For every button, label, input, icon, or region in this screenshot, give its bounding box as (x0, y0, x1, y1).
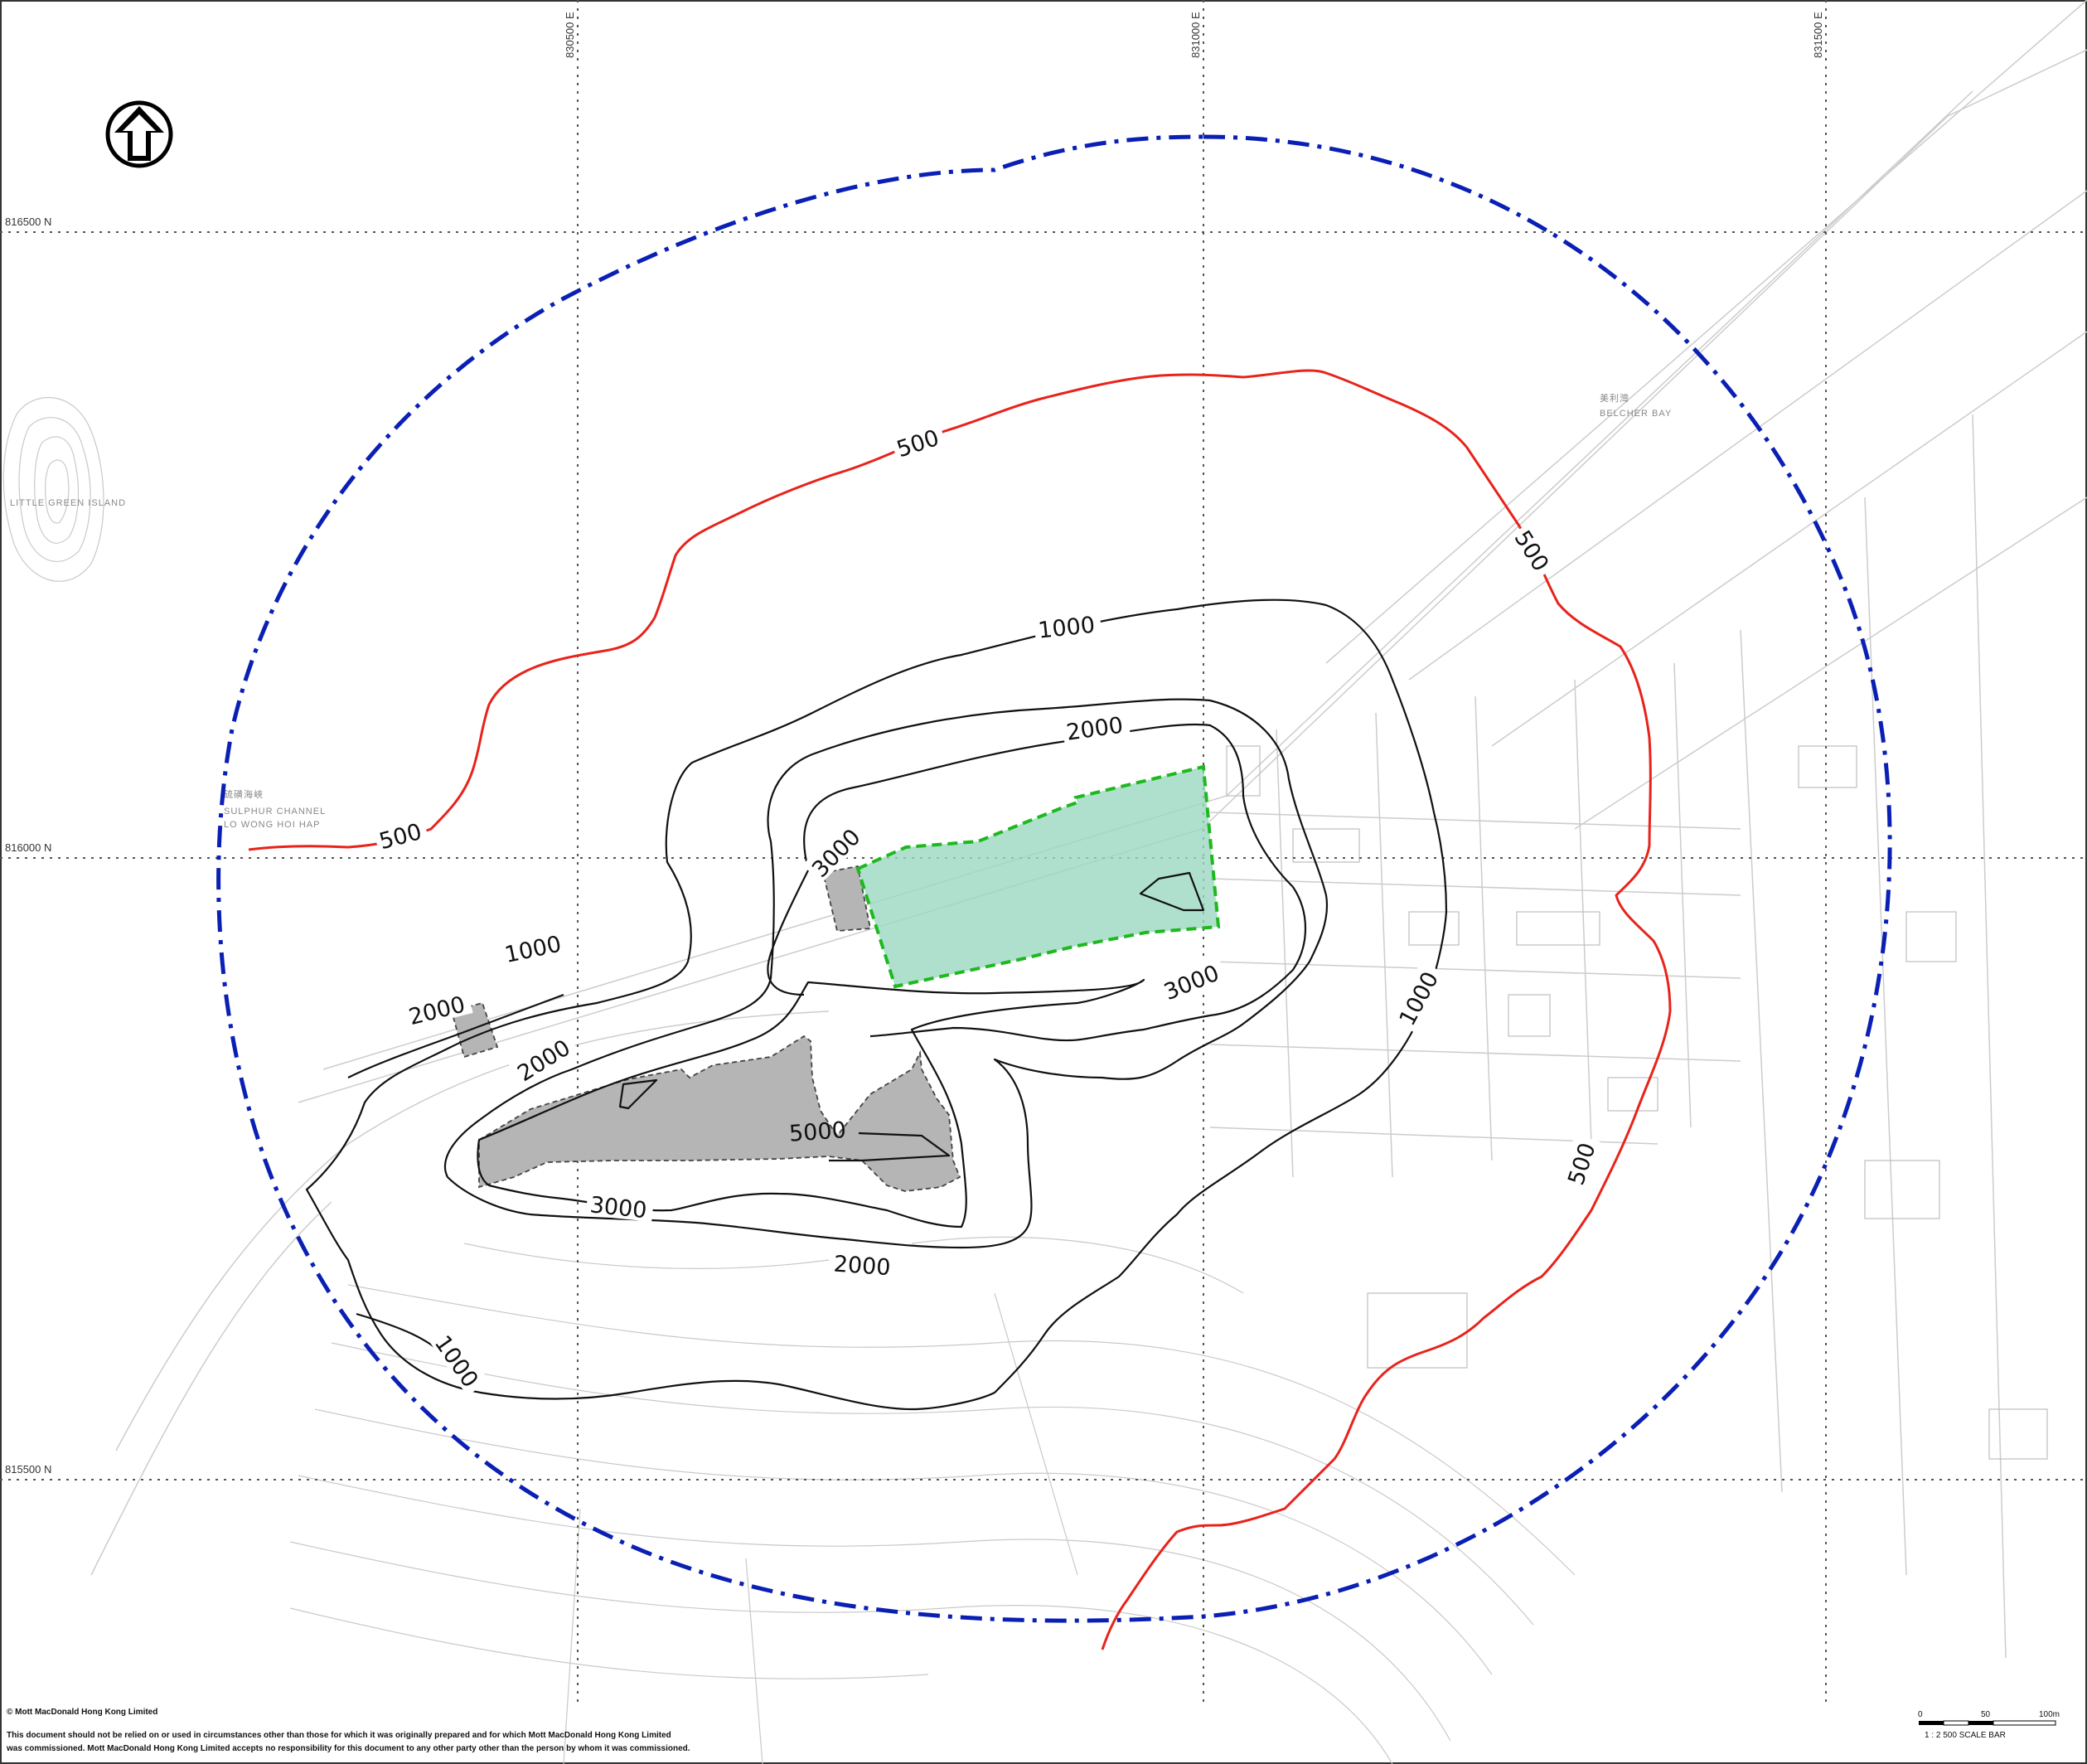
contour-label-1000-west: 1000 (502, 931, 564, 968)
north-arrow-icon (105, 100, 173, 168)
contour-5000 (829, 1132, 951, 1162)
street-grid (1209, 414, 2048, 1659)
grid-label-831000: 831000 E (1189, 12, 1202, 58)
grid-label-830500: 830500 E (564, 12, 576, 58)
grid-label-816500: 816500 N (5, 216, 51, 228)
contour-3000-east (803, 723, 1306, 1042)
grid-label-831500: 831500 E (1812, 12, 1824, 58)
contour-3000-west (767, 870, 809, 996)
small-contour-inside-site (1139, 871, 1205, 912)
contour-label-1000-north: 1000 (1037, 613, 1097, 644)
scale-tick-0: 0 (1918, 1710, 1923, 1719)
scale-caption: 1 : 2 500 SCALE BAR (1925, 1731, 2006, 1740)
grey-area-west-of-site (821, 865, 872, 932)
small-contour-hillside (618, 1078, 658, 1110)
channel-chinese-label: 硫磺海峽 (224, 788, 264, 800)
contour-label-2000-south: 2000 (833, 1252, 892, 1282)
scale-bar: 0 50 100m 1 : 2 500 SCALE BAR (1918, 1710, 2060, 1740)
channel-romanised-label: LO WONG HOI HAP (224, 820, 320, 830)
scale-tick-100: 100m (2039, 1710, 2060, 1719)
hill-terrain (289, 1236, 1576, 1764)
grid-label-815500: 815500 N (5, 1463, 51, 1476)
contour-label-3000-south: 3000 (588, 1192, 648, 1224)
bay-chinese-label: 美利灣 (1600, 393, 1629, 404)
contour-label-500-southeast: 500 (1563, 1140, 1600, 1189)
scale-tick-50: 50 (1981, 1710, 1991, 1719)
grid-label-816000: 816000 N (5, 841, 51, 854)
project-site-area (855, 764, 1221, 989)
contour-3000 (477, 978, 1145, 1228)
place-names: 硫磺海峽 SULPHUR CHANNEL LO WONG HOI HAP 美利灣… (10, 393, 1672, 830)
island-label: LITTLE GREEN ISLAND (10, 498, 126, 508)
channel-english-label: SULPHUR CHANNEL (224, 807, 326, 817)
contour-1000 (305, 598, 1448, 1411)
bay-english-label: BELCHER BAY (1600, 409, 1672, 419)
disclaimer-line-2: was commissioned. Mott MacDonald Hong Ko… (7, 1744, 690, 1753)
contour-2000 (443, 698, 1329, 1249)
disclaimer-line-1: This document should not be relied on or… (7, 1731, 671, 1740)
island-contours (2, 396, 104, 582)
grey-area-hillside (478, 1035, 961, 1192)
contour-2000-waterfront (347, 993, 564, 1078)
grey-areas (450, 865, 961, 1192)
assessment-boundary-circle (216, 134, 1892, 1623)
contour-label-5000: 5000 (788, 1117, 847, 1147)
copyright-text: © Mott MacDonald Hong Kong Limited (7, 1708, 158, 1717)
